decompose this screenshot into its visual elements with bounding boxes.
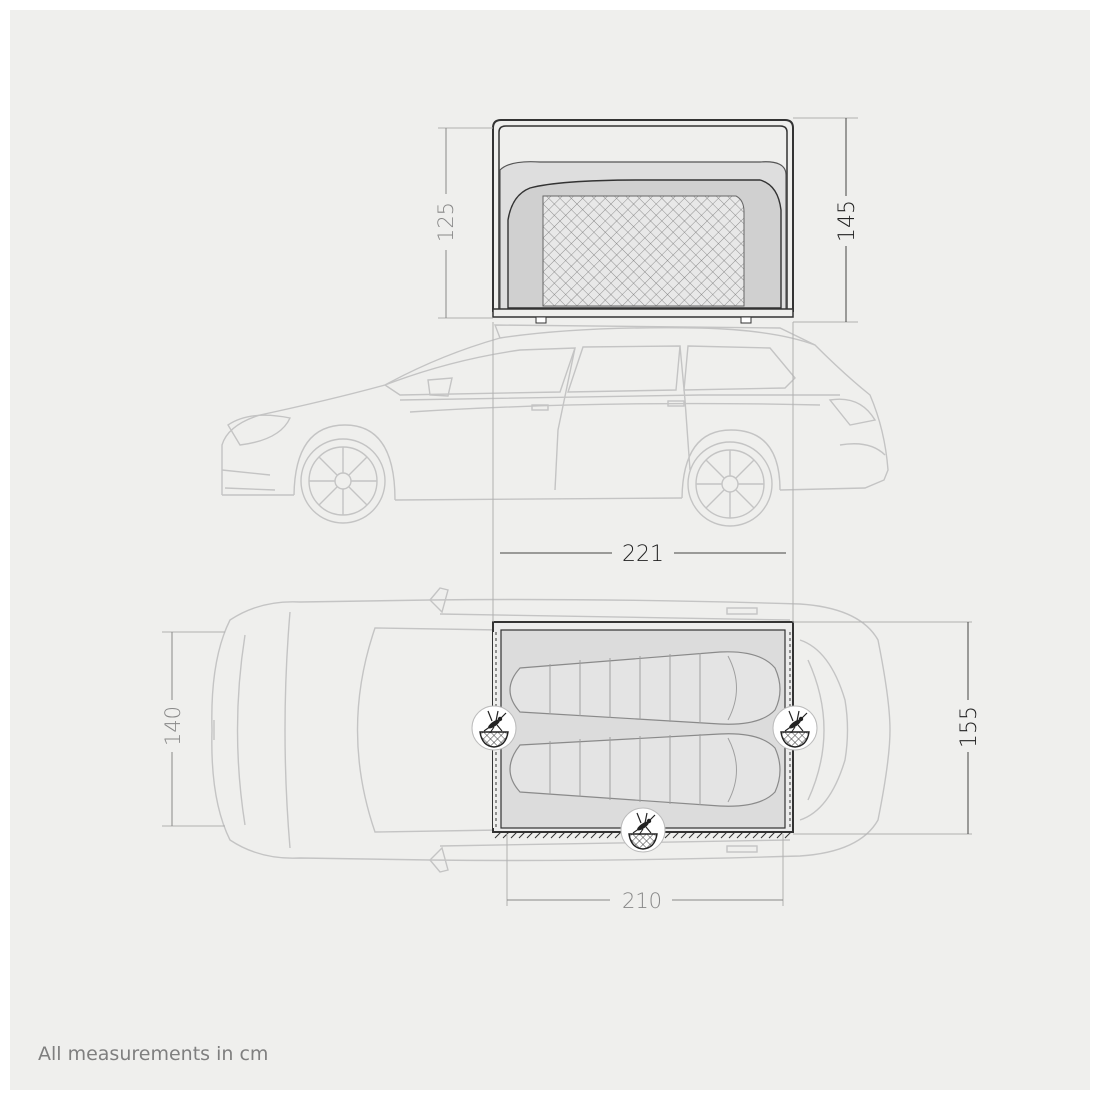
dimension-125: 125 xyxy=(434,202,458,242)
mosquito-net-icon xyxy=(620,807,666,853)
measurement-footnote: All measurements in cm xyxy=(38,1043,269,1065)
tent-top-view xyxy=(492,621,794,839)
car-side-view xyxy=(221,324,889,527)
tent-side-view xyxy=(492,119,794,324)
dimension-221: 221 xyxy=(622,542,664,567)
dimension-210: 210 xyxy=(622,889,662,913)
dimension-lines xyxy=(162,117,972,906)
dimension-140: 140 xyxy=(161,706,185,746)
dimension-145: 145 xyxy=(835,200,860,242)
mosquito-net-icon xyxy=(772,705,818,751)
mosquito-net-icon xyxy=(471,705,517,751)
car-top-view xyxy=(211,587,891,873)
dimension-155: 155 xyxy=(957,706,982,748)
